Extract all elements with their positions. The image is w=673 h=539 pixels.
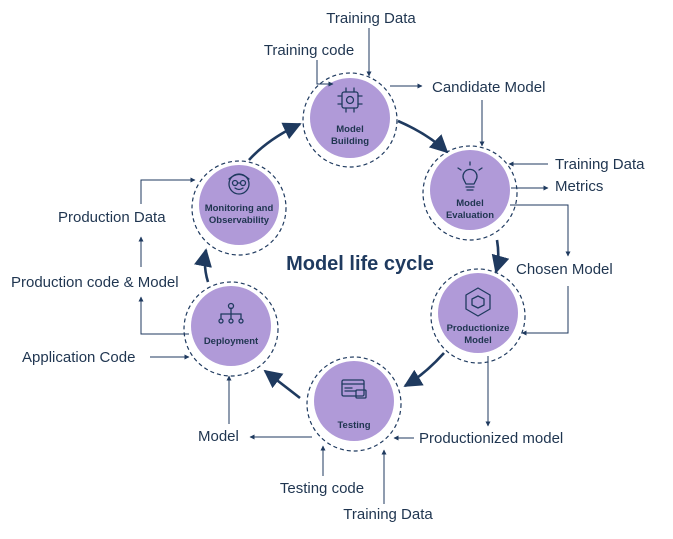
stage-monitoring: Monitoring and Observability [191,160,287,256]
hierarchy-icon [218,302,244,324]
stage-label: Model [464,335,491,346]
stage-model-building: Model Building [302,72,398,168]
arrow-deployment-to-monitoring [194,248,212,283]
stage-label: Evaluation [446,210,494,221]
label-production-data: Production Data [58,209,166,226]
stage-label: Monitoring and [205,203,274,214]
label-production-code-model: Production code & Model [11,274,179,291]
label-training-code: Training code [264,42,354,59]
label-training-data-bottom: Training Data [343,506,433,523]
label-application-code: Application Code [22,349,135,366]
stage-label: Productionize [447,323,510,334]
label-metrics: Metrics [555,178,603,195]
arrow-building-to-evaluation [397,119,449,154]
connector-production-data-in [140,177,196,204]
stage-testing: Testing [306,356,402,452]
label-candidate-model: Candidate Model [432,79,545,96]
connector-training-code [316,60,334,87]
monitoring-face-icon [228,173,250,195]
lightbulb-icon [457,161,483,191]
stage-label: Model [456,198,483,209]
label-testing-code: Testing code [280,480,364,497]
stage-model-evaluation: Model Evaluation [422,145,518,241]
arrow-monitoring-to-building [248,122,302,161]
stage-label: Deployment [204,336,259,347]
arrow-testing-to-deployment [263,369,301,400]
connector-chosen-model-out [510,204,571,257]
stage-label: Model [336,124,363,135]
stage-deployment: Deployment [183,281,279,377]
chip-gear-icon [337,87,363,113]
label-training-data-eval: Training Data [555,156,645,173]
diagram-title: Model life cycle [286,253,434,275]
label-model-out: Model [198,428,239,445]
arrow-productionize-to-testing [403,352,445,388]
connector-production-code-model [138,296,189,335]
stage-label: Observability [209,215,270,226]
stage-productionize-model: Productionize Model [430,268,526,364]
stage-label: Testing [337,420,370,431]
hexagon-cube-icon [465,287,491,317]
label-training-data-top: Training Data [326,10,416,27]
code-window-icon [341,379,367,399]
label-chosen-model: Chosen Model [516,261,613,278]
connector-chosen-model-in [521,286,569,336]
stage-label: Building [331,136,369,147]
arrow-evaluation-to-productionize [491,239,510,274]
label-productionized-model: Productionized model [419,430,563,447]
